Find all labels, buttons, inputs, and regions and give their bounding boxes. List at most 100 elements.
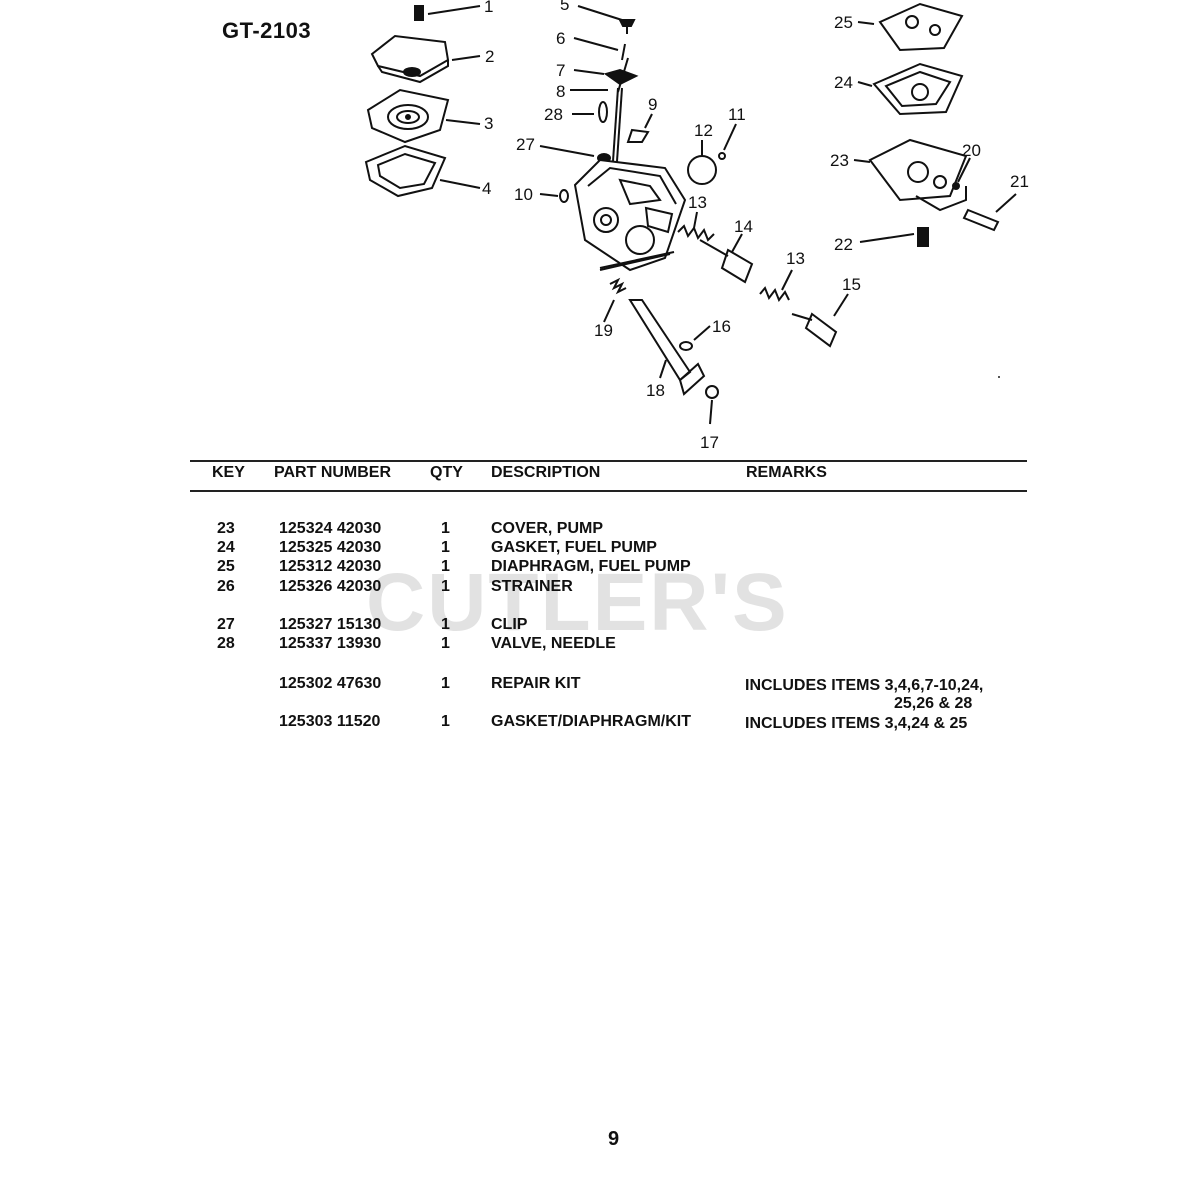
row-part-number: 125337 13930 xyxy=(279,635,382,652)
row-description: GASKET/DIAPHRAGM/KIT xyxy=(491,713,691,730)
header-qty: QTY xyxy=(430,464,463,481)
header-key: KEY xyxy=(212,464,245,481)
header-part-number: PART NUMBER xyxy=(274,464,392,481)
row-qty: 1 xyxy=(441,713,450,730)
part-6-pin-icon xyxy=(573,37,626,61)
part-21-screw-icon xyxy=(962,193,1017,232)
row-part-number: 125326 42030 xyxy=(279,578,382,595)
watermark: CUTLER'S xyxy=(366,557,789,648)
callout-8: 8 xyxy=(556,82,565,101)
callout-13b: 13 xyxy=(786,249,805,268)
row-part-number: 125303 11520 xyxy=(279,713,381,730)
row-remarks: INCLUDES ITEMS 3,4,6,7-10,24, xyxy=(745,677,984,694)
part-15-screw-icon xyxy=(791,293,849,348)
callout-23: 23 xyxy=(830,151,849,170)
row-qty: 1 xyxy=(441,520,450,537)
callout-27: 27 xyxy=(516,135,535,154)
row-remarks: INCLUDES ITEMS 3,4,24 & 25 xyxy=(745,715,968,732)
callout-3: 3 xyxy=(484,114,493,133)
callout-19: 19 xyxy=(594,321,613,340)
callout-10: 10 xyxy=(514,185,533,204)
callout-16: 16 xyxy=(712,317,731,336)
callout-18: 18 xyxy=(646,381,665,400)
row-key: 27 xyxy=(217,616,235,633)
callout-11: 11 xyxy=(728,105,746,124)
row-qty: 1 xyxy=(441,578,450,595)
callout-14: 14 xyxy=(734,217,753,236)
callout-6: 6 xyxy=(556,29,565,48)
part-25-diaphragm-icon xyxy=(857,2,964,52)
row-qty: 1 xyxy=(441,675,450,692)
callout-25: 25 xyxy=(834,13,853,32)
page-number: 9 xyxy=(608,1128,620,1150)
part-28-valve-icon xyxy=(572,101,608,123)
speck xyxy=(998,376,1000,378)
callout-20: 20 xyxy=(962,141,981,160)
row-part-number: 125325 42030 xyxy=(279,539,382,556)
callout-1: 1 xyxy=(484,0,493,16)
model-number: GT-2103 xyxy=(222,18,312,43)
row-part-number: 125324 42030 xyxy=(279,520,382,537)
part-13b-spring-icon xyxy=(759,269,793,303)
header-remarks: REMARKS xyxy=(746,464,827,481)
callout-4: 4 xyxy=(482,179,491,198)
part-12-strainer-icon xyxy=(687,140,717,185)
part-24-gasket-icon xyxy=(857,62,964,116)
row-description: REPAIR KIT xyxy=(491,675,581,692)
exploded-parts-diagram: 1 2 3 4 5 6 7 8 28 9 27 12 11 10 13 14 1… xyxy=(364,0,1029,452)
row-description: DIAPHRAGM, FUEL PUMP xyxy=(491,558,691,575)
part-13-spring-icon xyxy=(677,211,715,242)
callout-21: 21 xyxy=(1010,172,1029,191)
callout-5: 5 xyxy=(560,0,569,14)
part-2-cover-icon xyxy=(370,34,481,84)
callout-17: 17 xyxy=(700,433,719,452)
part-5-screw-icon xyxy=(577,5,636,34)
part-18-lever-arm-icon xyxy=(628,299,706,396)
row-key: 23 xyxy=(217,520,235,537)
callout-12: 12 xyxy=(694,121,713,140)
callout-13: 13 xyxy=(688,193,707,212)
part-17-clip-icon xyxy=(705,385,719,425)
callout-15: 15 xyxy=(842,275,861,294)
row-key: 26 xyxy=(217,578,235,595)
callout-2: 2 xyxy=(485,47,494,66)
callout-22: 22 xyxy=(834,235,853,254)
row-description: CLIP xyxy=(491,616,528,633)
part-9-spring-icon xyxy=(626,113,653,143)
part-16-pin-icon xyxy=(679,325,711,351)
row-part-number: 125312 42030 xyxy=(279,558,382,575)
part-3-diaphragm-icon xyxy=(366,88,481,144)
table-header-rule xyxy=(190,490,1027,492)
part-1-screw-icon xyxy=(414,5,481,21)
part-4-gasket-icon xyxy=(364,144,481,198)
row-description: GASKET, FUEL PUMP xyxy=(491,539,657,556)
row-qty: 1 xyxy=(441,558,450,575)
row-qty: 1 xyxy=(441,635,450,652)
row-key: 28 xyxy=(217,635,235,652)
row-remarks-continued: 25,26 & 28 xyxy=(894,695,973,712)
row-description: STRAINER xyxy=(491,578,573,595)
part-19-spring-icon xyxy=(599,253,671,323)
header-description: DESCRIPTION xyxy=(491,464,601,481)
part-14-needle-screw-icon xyxy=(699,233,754,284)
row-qty: 1 xyxy=(441,616,450,633)
row-key: 24 xyxy=(217,539,235,556)
row-description: VALVE, NEEDLE xyxy=(491,635,616,652)
row-part-number: 125302 47630 xyxy=(279,675,382,692)
callout-28: 28 xyxy=(544,105,563,124)
part-10-plug-icon xyxy=(539,189,569,203)
part-7-lever-icon xyxy=(573,57,639,93)
callout-9: 9 xyxy=(648,95,657,114)
table-top-rule xyxy=(190,460,1027,462)
part-11-screw-icon xyxy=(718,123,737,160)
row-description: COVER, PUMP xyxy=(491,520,604,537)
carburetor-body-icon xyxy=(573,158,687,272)
part-20-screw-icon xyxy=(952,157,971,190)
row-part-number: 125327 15130 xyxy=(279,616,382,633)
callout-7: 7 xyxy=(556,61,565,80)
row-key: 25 xyxy=(217,558,235,575)
part-22-screw-icon xyxy=(859,227,929,247)
row-qty: 1 xyxy=(441,539,450,556)
part-23-pump-cover-icon xyxy=(853,138,968,212)
callout-24: 24 xyxy=(834,73,853,92)
